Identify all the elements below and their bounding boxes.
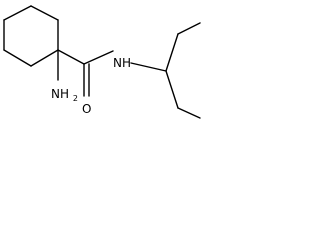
ring-bond-3 [30,49,59,67]
ring-bond-1 [30,5,59,21]
amide-bond [83,50,114,65]
upper-ethyl-bond-1 [165,33,179,72]
amine-label-main: NH [51,87,69,101]
molecule-canvas: NH O NH 2 [3,5,201,119]
lower-ethyl-bond-2 [177,107,201,119]
amine-label-subscript: 2 [73,94,78,103]
lower-ethyl-bond-1 [165,70,179,109]
upper-ethyl-bond-2 [177,22,201,35]
amide-n-label: NH [113,56,131,70]
c-carbonyl-bond [57,49,85,65]
n-ch-bond [130,62,167,72]
ring-bond-4 [3,49,32,67]
cyclohexane-ring [3,5,59,67]
amine-label: NH 2 [51,87,78,103]
carbonyl-o-label: O [82,102,91,116]
ring-bond-6 [3,5,32,21]
chemical-structure-diagram: NH O NH 2 [0,0,217,134]
